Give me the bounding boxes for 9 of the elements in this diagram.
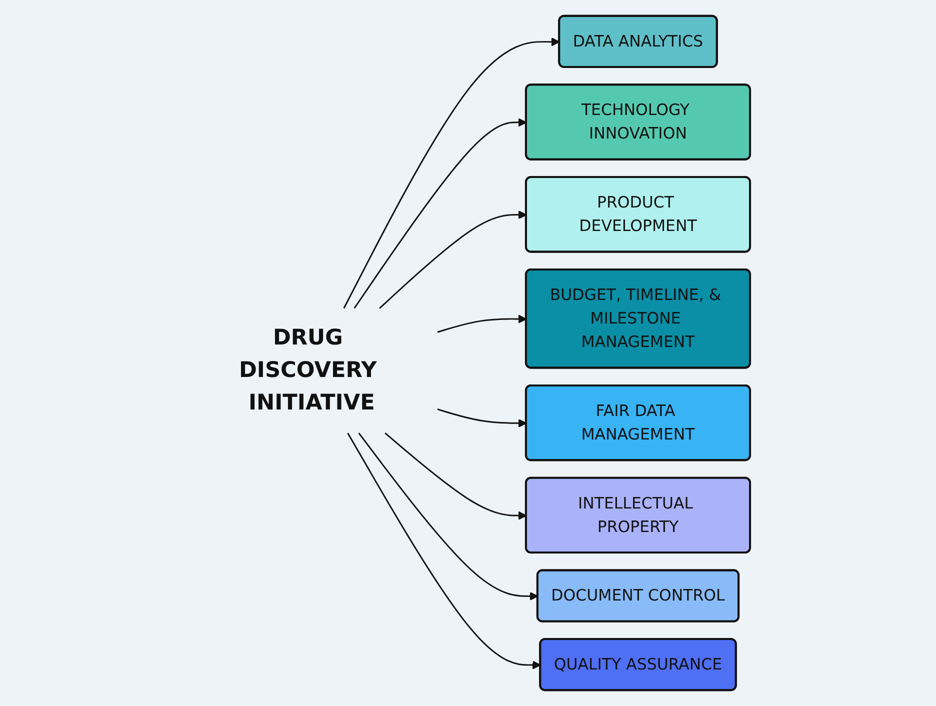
arrow: [437, 408, 527, 428]
node-text: DRUG DISCOVERY INITIATIVE: [239, 326, 377, 416]
arrow: [437, 314, 527, 333]
arrow: [384, 432, 527, 520]
arrow: [343, 38, 560, 309]
arrow: [379, 210, 527, 309]
arrow: [354, 118, 527, 309]
arrow: [347, 432, 542, 670]
arrow: [358, 432, 538, 600]
